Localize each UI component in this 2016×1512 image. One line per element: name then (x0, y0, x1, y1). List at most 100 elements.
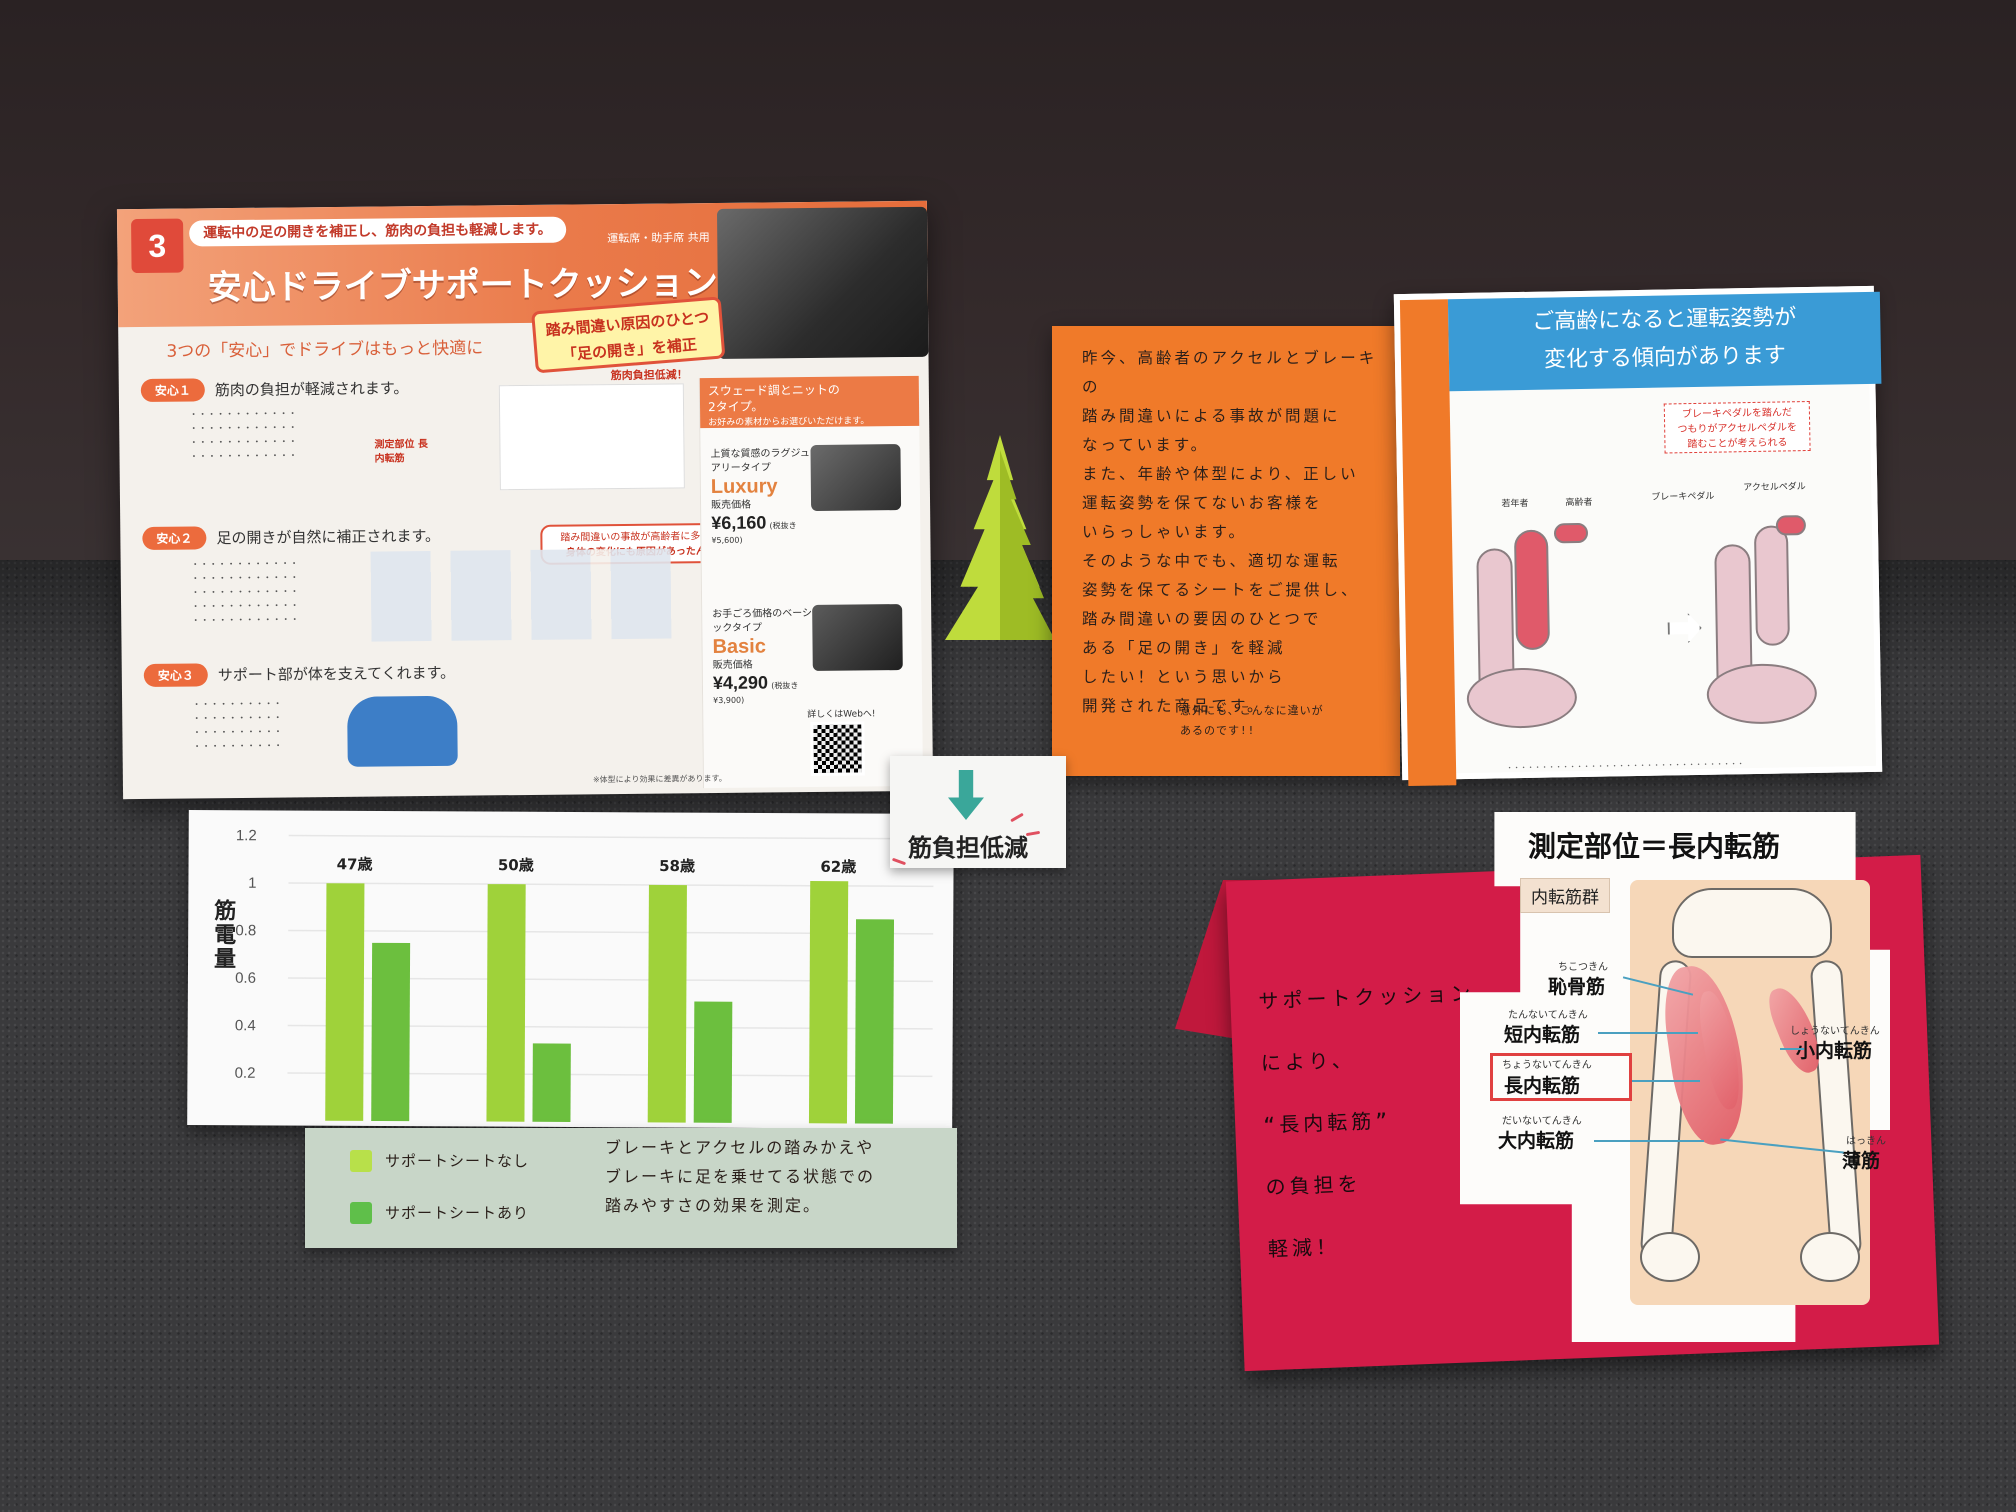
leader-line (1598, 1032, 1698, 1034)
chart-bar (647, 884, 687, 1123)
ruby-gracilis: はっきん (1846, 1136, 1886, 1147)
product-flyer: 3 運転中の足の開きを補正し、筋肉の負担も軽減します。 運転席・助手席 共用 安… (116, 200, 934, 800)
section-pill: 安心２ (142, 526, 207, 551)
chart-y-tick-label: 0.6 (235, 970, 256, 987)
chart-bar (854, 919, 895, 1124)
chart-gridline (288, 834, 934, 840)
leader-line (1780, 1048, 1804, 1050)
orange-card-text: 昨今、高齢者のアクセルとブレーキの 踏み間違いによる事故が問題に なっています。… (1082, 349, 1378, 715)
flyer-body-text-1: ・・・・・・・・・・・・・・・・・・・・・・・・・・・・・・・・・・・・・・・・… (189, 409, 298, 463)
accent-mark (891, 857, 907, 866)
chart-bar (371, 942, 411, 1122)
label-pectineus: 恥骨筋 (1548, 976, 1606, 998)
right-knee (1800, 1232, 1860, 1282)
chart-bar (693, 1001, 733, 1123)
flyer-footnote: ※体型により効果に差異があります。 (592, 773, 727, 785)
label-adductor-brevis: 短内転筋 (1504, 1024, 1581, 1046)
chart-y-tick-label: 0.4 (235, 1017, 256, 1034)
leader-line (1632, 1080, 1700, 1082)
variant-desc: お手ごろ価格のベーシックタイプ (712, 608, 813, 635)
chart-bar (808, 881, 849, 1124)
seat-note: 運転席・助手席 共用 (607, 231, 710, 246)
pelvis-bone (1672, 888, 1832, 958)
right-figure-foot (1775, 515, 1807, 536)
qr-label: 詳しくはWebへ! (807, 709, 876, 721)
transition-arrow-icon (1667, 613, 1702, 644)
chart-bar (486, 884, 526, 1122)
elder-callout: ブレーキペダルを踏んだ つもりがアクセルペダルを 踏むことが考えられる (1663, 400, 1811, 454)
chart-y-tick-label: 1.2 (236, 827, 257, 844)
legend-label-with: サポートシートあり (385, 1204, 530, 1222)
left-figure-foot (1553, 522, 1589, 544)
flyer-number: 3 (131, 218, 184, 274)
chart-category-label: 58歳 (659, 857, 695, 875)
variant-price-label: 販売価格 (712, 659, 753, 672)
chart-category-label: 47歳 (337, 855, 373, 873)
flyer-body-text-3: ・・・・・・・・・・・・・・・・・・・・・・・・・・・・・・・・・・・・・・・・ (192, 699, 283, 753)
flyer-measure-label: 測定部位 長内転筋 (374, 439, 428, 465)
section-pill: 安心３ (143, 663, 208, 688)
section-text: サポート部が体を支えてくれます。 (217, 663, 456, 685)
ruby-pectineus: ちこつきん (1558, 962, 1608, 973)
posture-illustrations (370, 548, 672, 642)
label-gracilis: 薄筋 (1842, 1150, 1881, 1172)
highlight-box (1490, 1053, 1632, 1101)
flyer-lead: 3つの「安心」でドライブはもっと快適に (166, 338, 484, 362)
label-brake: ブレーキペダル (1651, 491, 1715, 503)
elder-card-strip (1399, 299, 1457, 787)
ruby-adductor-brevis: たんないてんきん (1508, 1010, 1588, 1021)
left-figure-hip (1466, 667, 1578, 730)
elder-card-footnote: ・・・・・・・・・・・・・・・・・・・・・・・・・・・・・・・・・・ (1506, 760, 1745, 773)
flyer-body-text-2: ・・・・・・・・・・・・・・・・・・・・・・・・・・・・・・・・・・・・・・・・… (190, 559, 300, 627)
flyer-section-2: 安心２ 足の開きが自然に補正されます。 (142, 524, 440, 551)
right-figure-leg (1753, 525, 1790, 646)
chart-y-tick-label: 0.2 (235, 1065, 256, 1082)
elder-callout-line-3: 踏むことが考えられる (1687, 437, 1788, 451)
left-figure-leg-highlight (1513, 529, 1551, 651)
muscle-emg-bar-chart: 0.2 0.4 0.6 0.8 1 1.2 47歳 50歳 58歳 62歳 (235, 827, 934, 1124)
flyer-title: 安心ドライブサポートクッション (207, 262, 718, 309)
variant-price: ¥6,160 (711, 512, 767, 534)
chart-bar (532, 1043, 571, 1123)
variant-basic: お手ごろ価格のベーシックタイプ Basic 販売価格 ¥4,290 (税抜き ¥… (712, 607, 813, 708)
variant-price-label: 販売価格 (711, 499, 752, 512)
flyer-muscle-note: 筋肉負担低減！ (610, 368, 688, 383)
seat-cushion-photo (716, 206, 929, 359)
left-knee (1640, 1232, 1700, 1282)
elder-heading-line-2: 変化する傾向があります (1543, 343, 1787, 373)
panel-head-line-3: お好みの素材からお選びいただけます。 (708, 416, 870, 429)
basic-swatch (812, 604, 903, 671)
variant-price: ¥4,290 (712, 672, 769, 694)
anatomy-group-label: 内転筋群 (1520, 878, 1610, 913)
flyer-section-3: 安心３ サポート部が体を支えてくれます。 (143, 661, 456, 688)
chart-y-tick-label: 0.8 (235, 922, 256, 939)
flyer-mini-chart (498, 383, 685, 491)
label-adductor-magnus: 大内転筋 (1498, 1130, 1575, 1152)
orange-note-line-2: あるのです!! (1180, 724, 1256, 737)
label-accel: アクセルペダル (1743, 482, 1806, 494)
section-text: 筋肉の負担が軽減されます。 (214, 379, 409, 400)
ruby-adductor-minimus: しょうないてんきん (1790, 1026, 1880, 1037)
variant-desc: 上質な質感のラグジュアリータイプ (710, 448, 810, 475)
legend-note: ブレーキとアクセルの踏みかえや ブレーキに足を乗せてる状態での 踏みやすさの効果… (605, 1138, 876, 1215)
chart-category-label: 62歳 (820, 858, 856, 876)
elderly-posture-card: ご高齢になると運転姿勢が 変化する傾向があります ブレーキペダルを踏んだ つもり… (1393, 285, 1883, 787)
qr-code[interactable] (810, 721, 865, 777)
orange-note-line-1: 意外にも、こんなに違いが (1180, 704, 1324, 717)
chart-tag-text: 筋負担低減 (908, 834, 1028, 862)
variant-name: Basic (712, 635, 767, 659)
chart-category-label: 50歳 (498, 856, 534, 874)
ruby-adductor-longus: ちょうないてんきん (1502, 1060, 1592, 1071)
down-arrow-icon (948, 770, 984, 820)
elder-card-heading: ご高齢になると運転姿勢が 変化する傾向があります (1447, 291, 1882, 392)
variant-name: Luxury (710, 475, 778, 499)
chart-y-tick-label: 1 (248, 875, 256, 892)
section-pill: 安心１ (140, 378, 205, 403)
leader-line (1594, 1140, 1704, 1142)
accent-mark (1010, 812, 1024, 823)
label-elder: 高齢者 (1565, 497, 1593, 509)
legend-swatch-with (350, 1202, 372, 1224)
right-figure-hip (1706, 662, 1818, 725)
section-text: 足の開きが自然に補正されます。 (216, 526, 440, 548)
chart-bar (325, 883, 365, 1121)
